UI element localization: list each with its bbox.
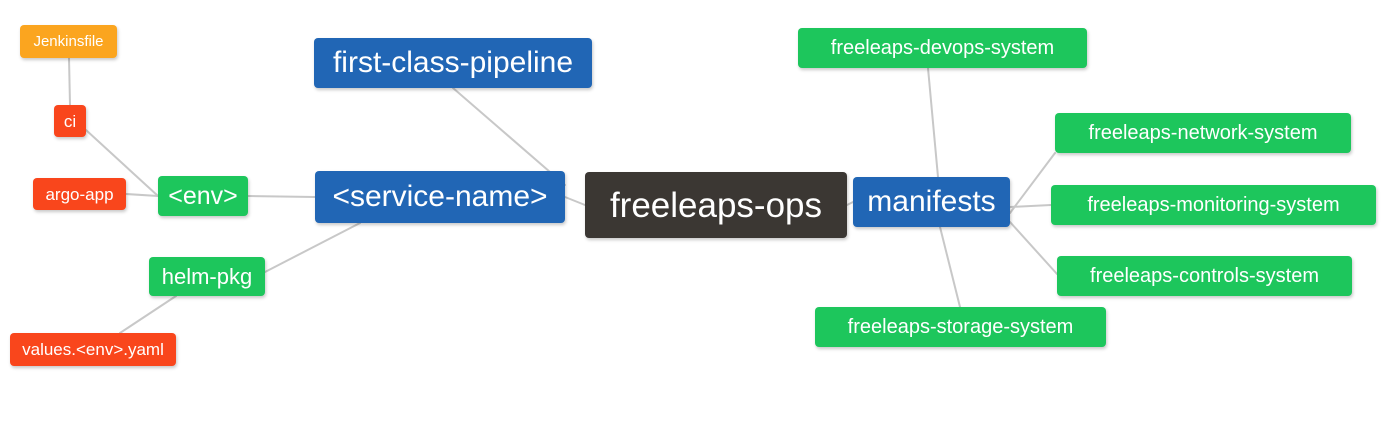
node-label-freeleaps-ops: freeleaps-ops [609, 185, 823, 225]
edge-helm-pkg-to-values-env-yaml [119, 295, 177, 334]
node-freeleaps-storage-system[interactable]: freeleaps-storage-system [815, 307, 1106, 347]
edge-manifests-to-freeleaps-controls-system [1009, 221, 1058, 275]
node-label-manifests: manifests [867, 185, 996, 218]
node-label-argo-app: argo-app [45, 184, 114, 204]
node-freeleaps-devops-system[interactable]: freeleaps-devops-system [798, 28, 1087, 68]
edge-manifests-to-freeleaps-monitoring-system [1009, 204, 1052, 208]
edge-freeleaps-ops-to-service-name [564, 196, 586, 206]
node-label-freeleaps-monitoring-system: freeleaps-monitoring-system [1087, 194, 1340, 216]
node-first-class-pipeline[interactable]: first-class-pipeline [314, 38, 592, 88]
edge-service-name-to-helm-pkg [264, 222, 361, 273]
node-freeleaps-controls-system[interactable]: freeleaps-controls-system [1057, 256, 1352, 296]
node-jenkinsfile[interactable]: Jenkinsfile [20, 25, 117, 58]
node-label-freeleaps-devops-system: freeleaps-devops-system [830, 37, 1055, 59]
edge-manifests-to-freeleaps-storage-system [939, 226, 961, 308]
node-values-env-yaml[interactable]: values.<env>.yaml [10, 333, 176, 366]
node-label-jenkinsfile: Jenkinsfile [33, 33, 104, 50]
node-freeleaps-network-system[interactable]: freeleaps-network-system [1055, 113, 1351, 153]
edge-ci-to-jenkinsfile [68, 57, 71, 106]
node-env[interactable]: <env> [158, 176, 248, 216]
edge-manifests-to-freeleaps-devops-system [927, 67, 939, 178]
node-freeleaps-monitoring-system[interactable]: freeleaps-monitoring-system [1051, 185, 1376, 225]
node-label-ci: ci [63, 111, 77, 131]
node-label-helm-pkg: helm-pkg [161, 263, 253, 289]
node-label-freeleaps-storage-system: freeleaps-storage-system [847, 316, 1074, 338]
edge-service-name-to-env [247, 195, 316, 198]
node-service-name[interactable]: <service-name> [315, 171, 565, 223]
node-label-env: <env> [168, 181, 238, 210]
node-label-values-env-yaml: values.<env>.yaml [22, 340, 164, 359]
node-label-first-class-pipeline: first-class-pipeline [332, 46, 574, 79]
edge-env-to-argo-app [125, 193, 159, 197]
node-freeleaps-ops[interactable]: freeleaps-ops [585, 172, 847, 238]
node-label-freeleaps-network-system: freeleaps-network-system [1088, 122, 1318, 144]
edge-manifests-to-freeleaps-network-system [1009, 152, 1056, 214]
node-label-freeleaps-controls-system: freeleaps-controls-system [1090, 265, 1319, 287]
node-ci[interactable]: ci [54, 105, 86, 137]
node-argo-app[interactable]: argo-app [33, 178, 126, 210]
node-label-service-name: <service-name> [332, 180, 548, 213]
node-manifests[interactable]: manifests [853, 177, 1010, 227]
node-helm-pkg[interactable]: helm-pkg [149, 257, 265, 296]
